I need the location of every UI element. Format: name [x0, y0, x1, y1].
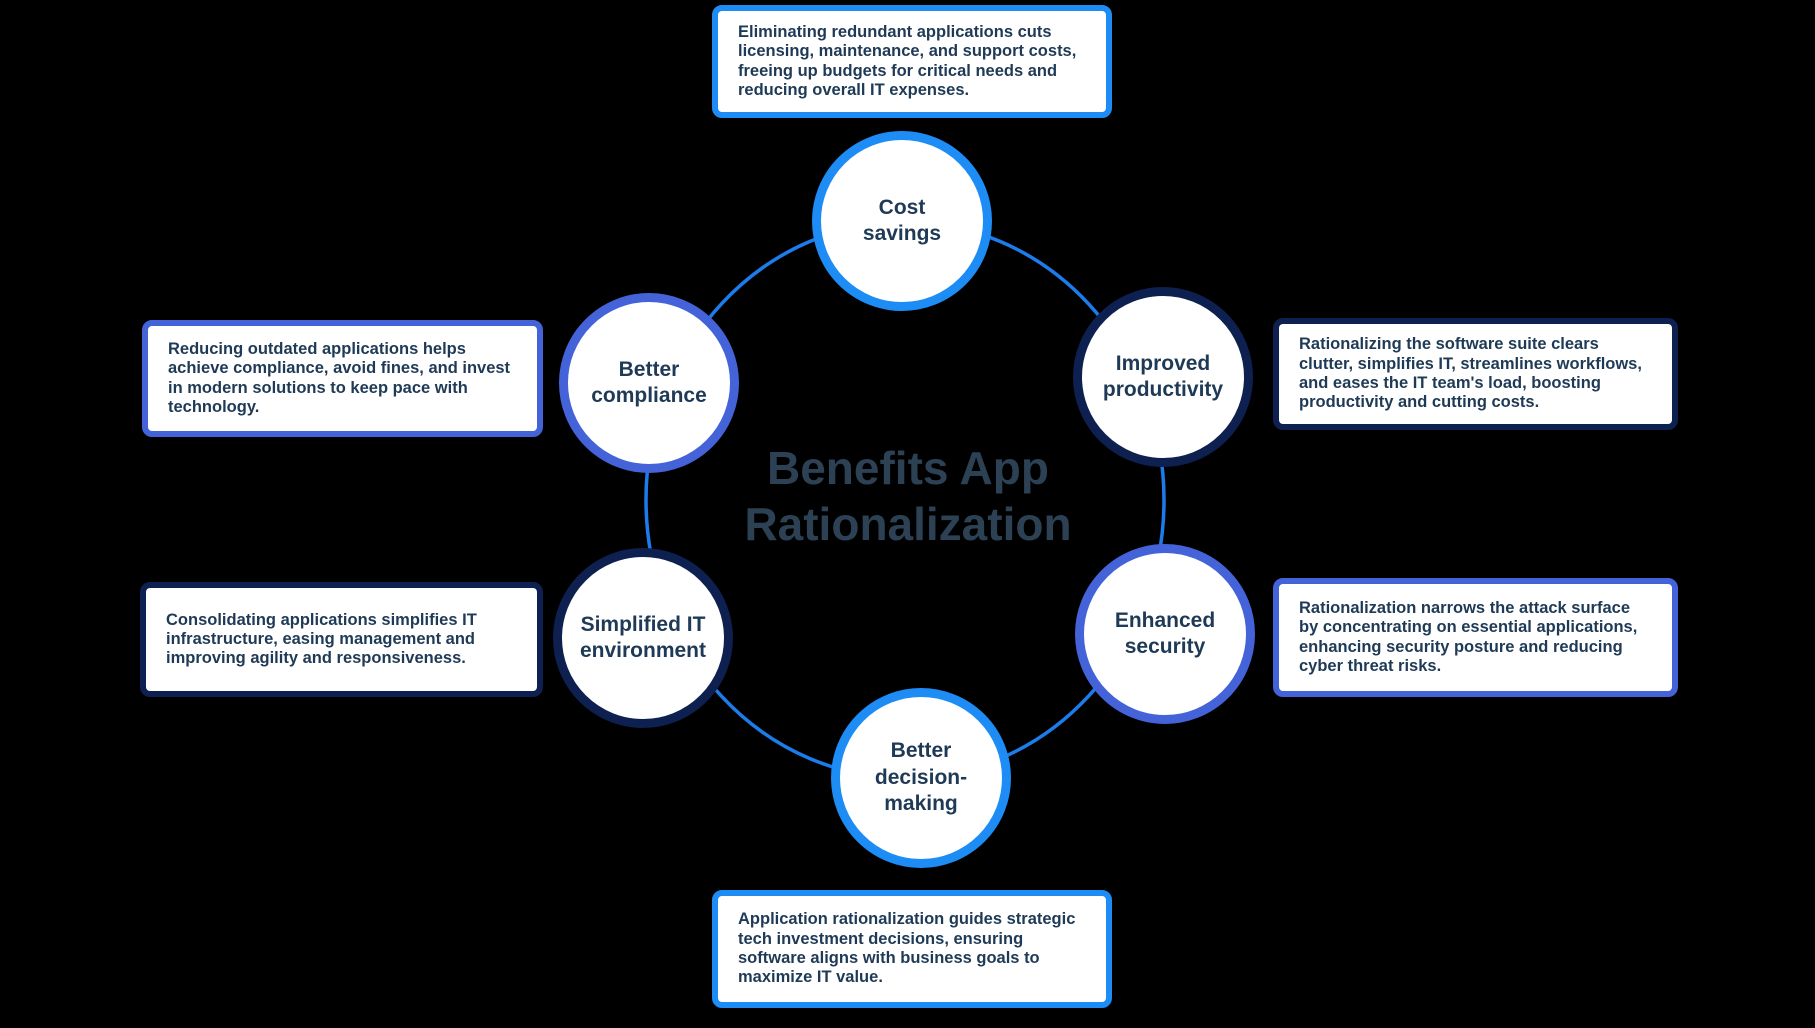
node-better-decision-making-label-line2: decision-making — [874, 765, 968, 816]
node-improved-productivity-label: Improved productivity — [1103, 351, 1223, 404]
node-simplified-it-environment: Simplified IT environment — [553, 548, 733, 728]
node-better-decision-making-label: Better decision-making — [840, 738, 1002, 817]
node-better-decision-making: Better decision-making — [831, 688, 1011, 868]
node-cost-savings-label-line2: savings — [862, 222, 942, 245]
node-cost-savings-label: Cost savings — [863, 195, 941, 248]
node-improved-productivity-label-line2: productivity — [1102, 378, 1224, 401]
infobox-cost-savings: Eliminating redundant applications cuts … — [712, 5, 1112, 118]
node-enhanced-security-label: Enhanced security — [1115, 608, 1215, 661]
infobox-better-compliance: Reducing outdated applications helps ach… — [142, 320, 543, 437]
infobox-enhanced-security: Rationalization narrows the attack surfa… — [1273, 578, 1678, 697]
infobox-enhanced-security-text: Rationalization narrows the attack surfa… — [1299, 598, 1638, 675]
node-improved-productivity-label-line1: Improved — [1115, 351, 1211, 375]
node-simplified-it-environment-label-line2: environment — [579, 639, 707, 662]
node-better-compliance-label: Better compliance — [591, 357, 707, 410]
node-cost-savings: Cost savings — [812, 131, 992, 311]
infobox-improved-productivity: Rationalizing the software suite clears … — [1273, 318, 1678, 430]
infobox-better-compliance-text: Reducing outdated applications helps ach… — [168, 339, 511, 416]
node-cost-savings-label-line1: Cost — [878, 195, 926, 219]
node-better-decision-making-label-line1: Better — [890, 739, 952, 763]
diagram-title-line1: Benefits App — [767, 442, 1049, 494]
node-better-compliance-label-line1: Better — [618, 357, 680, 381]
diagram-title: Benefits App Rationalization — [658, 440, 1158, 552]
infobox-simplified-it-environment-text: Consolidating applications simplifies IT… — [166, 610, 477, 668]
infobox-better-decision-making: Application rationalization guides strat… — [712, 890, 1112, 1008]
infobox-improved-productivity-text: Rationalizing the software suite clears … — [1299, 335, 1642, 412]
infobox-simplified-it-environment: Consolidating applications simplifies IT… — [140, 582, 543, 697]
node-enhanced-security: Enhanced security — [1075, 544, 1255, 724]
node-improved-productivity: Improved productivity — [1073, 287, 1253, 467]
node-better-compliance-label-line2: compliance — [591, 384, 707, 407]
infobox-cost-savings-text: Eliminating redundant applications cuts … — [738, 22, 1077, 99]
node-enhanced-security-label-line2: security — [1124, 635, 1206, 658]
node-enhanced-security-label-line1: Enhanced — [1114, 608, 1216, 632]
diagram-title-line2: Rationalization — [744, 498, 1072, 551]
node-simplified-it-environment-label: Simplified IT environment — [580, 612, 706, 665]
node-simplified-it-environment-label-line1: Simplified IT — [580, 612, 706, 636]
infobox-better-decision-making-text: Application rationalization guides strat… — [738, 910, 1076, 987]
node-better-compliance: Better compliance — [559, 293, 739, 473]
